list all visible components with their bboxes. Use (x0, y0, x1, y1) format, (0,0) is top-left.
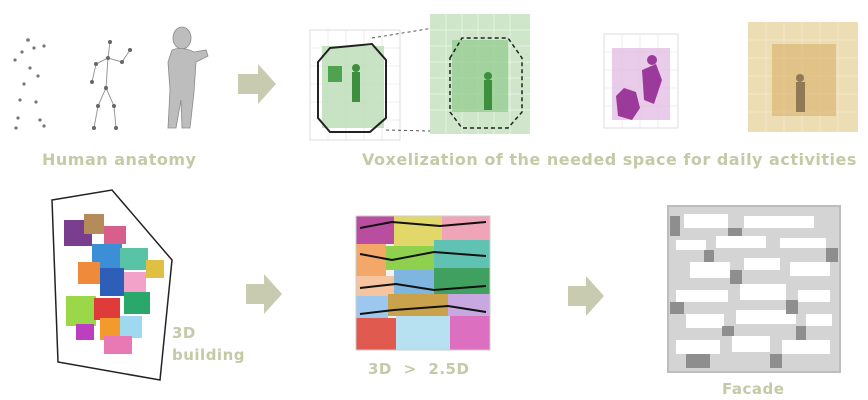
mesh-human-figure (167, 26, 209, 129)
point-cloud-figure (13, 38, 46, 130)
voxel-space-purple (603, 33, 679, 129)
label-human-anatomy: Human anatomy (42, 150, 197, 169)
label-3d-building: 3D building (172, 322, 245, 366)
label-building-word: building (172, 346, 245, 364)
voxel-space-green-1 (309, 29, 401, 141)
label-facade: Facade (722, 380, 785, 398)
arrow-icon (568, 276, 604, 316)
voxel-space-green-2 (430, 14, 530, 134)
label-voxelization: Voxelization of the needed space for dai… (362, 150, 857, 169)
arrow-icon (246, 274, 282, 314)
label-3d-prefix: 3D (172, 324, 196, 342)
voxel-space-gold (748, 22, 858, 132)
label-3d-to-25d: 3D > 2.5D (368, 360, 470, 378)
arrow-icon (238, 64, 276, 104)
facade-plan (667, 205, 841, 373)
flattened-voxel-map (355, 215, 491, 351)
skeleton-figure (91, 41, 131, 129)
voxel-building (51, 189, 173, 381)
